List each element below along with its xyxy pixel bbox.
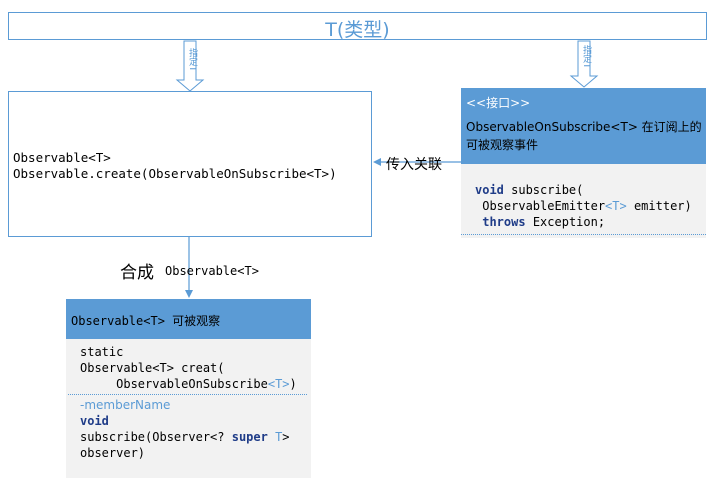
combine-label: 合成 bbox=[120, 263, 154, 283]
class-divider bbox=[68, 394, 307, 395]
interface-name: ObservableOnSubscribe<T> 在订阅上的可被观察事件 bbox=[466, 120, 702, 152]
method-sig-2t: <T> bbox=[605, 199, 627, 213]
subscribe-b: > bbox=[282, 430, 290, 444]
specify-label-left: 指定T bbox=[187, 48, 197, 72]
create-arg-t: <T> bbox=[267, 377, 290, 391]
observable-line-1: Observable<T> bbox=[13, 150, 111, 165]
class-members: -memberName void subscribe(Observer<? su… bbox=[80, 397, 290, 461]
subscribe-t: T bbox=[267, 430, 283, 444]
combine-sublabel: Observable<T> bbox=[165, 264, 259, 278]
create-line: Observable<T> creat( bbox=[80, 361, 225, 375]
class-header: Observable<T> 可被观察 bbox=[66, 299, 311, 339]
interface-header: <<接口>> ObservableOnSubscribe<T> 在订阅上的可被观… bbox=[461, 88, 706, 164]
subscribe-c: observer) bbox=[80, 446, 146, 460]
specify-arrow-right bbox=[569, 40, 599, 88]
interface-stereotype: <<接口>> bbox=[466, 96, 531, 110]
kw-static: static bbox=[80, 345, 124, 359]
interface-body: void subscribe( ObservableEmitter<T> emi… bbox=[461, 164, 706, 238]
kw-super: super bbox=[231, 430, 268, 444]
link-label: 传入关联 bbox=[386, 157, 442, 173]
kw-throws: throws bbox=[482, 215, 526, 229]
subscribe-a: subscribe(Observer<? bbox=[80, 430, 232, 444]
link-arrow bbox=[373, 158, 461, 166]
observable-box-text: Observable<T> Observable.create(Observab… bbox=[13, 150, 337, 182]
member-name: -memberName bbox=[80, 398, 171, 412]
class-title: Observable<T> 可被观察 bbox=[71, 314, 221, 328]
interface-divider bbox=[461, 234, 706, 235]
method-sig-2b: emitter) bbox=[626, 199, 692, 213]
type-bar-label: T(类型) bbox=[325, 19, 390, 41]
specify-arrow-left bbox=[175, 40, 205, 92]
interface-method: void subscribe( ObservableEmitter<T> emi… bbox=[475, 182, 692, 230]
kw-void: void bbox=[475, 183, 504, 197]
type-bar: T(类型) bbox=[8, 12, 707, 41]
observable-line-2: Observable.create(ObservableOnSubscribe<… bbox=[13, 166, 337, 181]
combine-arrow bbox=[185, 237, 193, 298]
create-arg-b: ) bbox=[289, 377, 297, 391]
observable-box: Observable<T> Observable.create(Observab… bbox=[8, 91, 372, 237]
create-arg-a: ObservableOnSubscribe bbox=[80, 377, 268, 391]
class-body: static Observable<T> creat( ObservableOn… bbox=[66, 339, 311, 478]
method-sig-2a: ObservableEmitter bbox=[475, 199, 606, 213]
method-sig-1: subscribe( bbox=[503, 183, 584, 197]
method-sig-3: Exception; bbox=[525, 215, 606, 229]
specify-label-right: 指定T bbox=[581, 45, 591, 69]
kw-void-2: void bbox=[80, 414, 109, 428]
class-create-method: static Observable<T> creat( ObservableOn… bbox=[80, 344, 297, 392]
